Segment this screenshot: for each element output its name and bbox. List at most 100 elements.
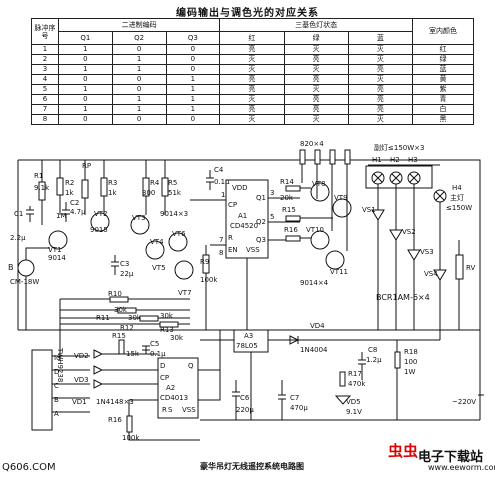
label-vt10: VT10 (306, 226, 324, 234)
label-r820: 820×4 (300, 140, 324, 148)
figure-caption: 豪华吊灯无线遥控系统电路图 (200, 462, 304, 471)
label-r13-value: 30k (170, 334, 184, 342)
label-r15-bottom: R15 (112, 332, 126, 340)
label-vd2: VD2 (74, 352, 89, 360)
label-vt11: VT11 (330, 268, 348, 276)
label-d: D (54, 368, 59, 376)
label-main-lamp: 主灯 (450, 193, 464, 202)
label-a3: A3 (244, 332, 253, 340)
label-rv: RV (466, 264, 475, 272)
label-vd4: VD4 (310, 322, 325, 330)
label-vt5: VT5 (152, 264, 166, 272)
label-vs1: VS1 (362, 206, 376, 214)
label-r18-watt: 1W (404, 368, 415, 376)
label-tx: TWH9238 (56, 347, 64, 382)
label-rpin: R (228, 234, 233, 242)
label-r2-value: 1k (65, 189, 74, 197)
label-r16-bottom: R16 (108, 416, 122, 424)
label-vd4-value: 1N4004 (300, 346, 328, 354)
watermark-left: Q606.COM (2, 462, 56, 473)
label-vt9: VT9 (334, 194, 348, 202)
label-vt7: VT7 (178, 289, 192, 297)
label-c5-value: 0.1μ (150, 350, 166, 358)
label-ac: ~220V (452, 398, 476, 406)
label-vs4: VS4 (424, 270, 438, 278)
label-q3: Q3 (256, 236, 266, 244)
label-r3: R3 (108, 179, 117, 187)
label-h3: H3 (408, 156, 418, 164)
label-c2: C2 (70, 199, 79, 207)
label-lamp-group: 副灯≤150W×3 (374, 143, 424, 152)
label-r11-value: 30k (128, 314, 142, 322)
label-r10: R10 (108, 290, 122, 298)
label-vs3: VS3 (420, 248, 434, 256)
label-vt3: VT3 (132, 214, 146, 222)
label-mic: B (8, 263, 14, 272)
label-en: EN (228, 246, 238, 254)
label-pin5: 5 (270, 213, 274, 221)
label-r11: R11 (96, 314, 110, 322)
label-c3: C3 (120, 260, 129, 268)
label-mic-value: CM-18W (10, 278, 39, 286)
label-pin8: 8 (219, 249, 223, 257)
label-a3-value: 78L05 (236, 342, 258, 350)
label-c8-value: 1.2μ (366, 356, 382, 364)
label-rp-value: 1M (56, 212, 67, 220)
label-c1-value: 2.2μ (10, 234, 26, 242)
label-r18-value: 100 (404, 358, 417, 366)
label-r1: R1 (34, 172, 43, 180)
label-vd1-value: 1N4148×3 (96, 398, 134, 406)
label-r12-value: 30k (160, 312, 174, 320)
label-a2-s: S (168, 406, 173, 414)
label-r3-value: 1k (108, 189, 117, 197)
label-c1: C1 (14, 210, 23, 218)
label-r9: R9 (200, 258, 209, 266)
label-q1: Q1 (256, 194, 266, 202)
label-pin3: 3 (270, 189, 274, 197)
label-vt1: VT1 (48, 246, 62, 254)
label-a: A (54, 410, 59, 418)
label-r16: R16 (284, 226, 298, 234)
label-vss: VSS (246, 246, 260, 254)
label-vt1-value: 9014 (48, 254, 66, 262)
label-c4: C4 (214, 166, 224, 174)
label-h2: H2 (390, 156, 400, 164)
label-r2: R2 (65, 179, 74, 187)
label-a2-cp: CP (160, 374, 169, 382)
label-vt8: VT8 (312, 180, 326, 188)
watermark-logo: 虫虫 (388, 442, 419, 460)
label-vt6: VT6 (172, 230, 186, 238)
label-io: Io (54, 354, 60, 362)
label-c4-value: 0.1μ (214, 178, 230, 186)
label-h4: H4 (452, 184, 462, 192)
label-a2-r: R (162, 406, 167, 414)
label-main-lamp-watt: ≤150W (446, 204, 472, 212)
label-r1-value: 9.1k (34, 184, 50, 192)
label-c3-value: 22μ (120, 270, 134, 278)
label-c8: C8 (368, 346, 377, 354)
label-a2: A2 (166, 384, 175, 392)
table-cell: 灭 (347, 114, 414, 125)
label-r5-value: 51k (168, 189, 182, 197)
watermark-site-name: 电子下载站 (418, 450, 484, 465)
label-r18: R18 (404, 348, 418, 356)
label-a2-d: D (160, 362, 165, 370)
label-a1-value: CD4520 (230, 222, 258, 230)
table-title: 编码输出与调色光的对应关系 (176, 8, 319, 19)
label-vd3: VD3 (74, 376, 89, 384)
label-c: C (54, 382, 59, 390)
col-pulse-header: 脉冲序号 (31, 18, 59, 45)
label-r4: R4 (150, 179, 160, 187)
label-r12: R12 (120, 324, 134, 332)
table-cell: 8 (31, 114, 59, 125)
label-r15-value: 15k (126, 350, 140, 358)
label-c6-value: 220μ (236, 406, 254, 414)
label-b: B (54, 396, 59, 404)
label-vd1: VD1 (72, 398, 87, 406)
table-cell: 黑 (412, 114, 474, 125)
col-header-blue: 蓝 (347, 31, 414, 45)
